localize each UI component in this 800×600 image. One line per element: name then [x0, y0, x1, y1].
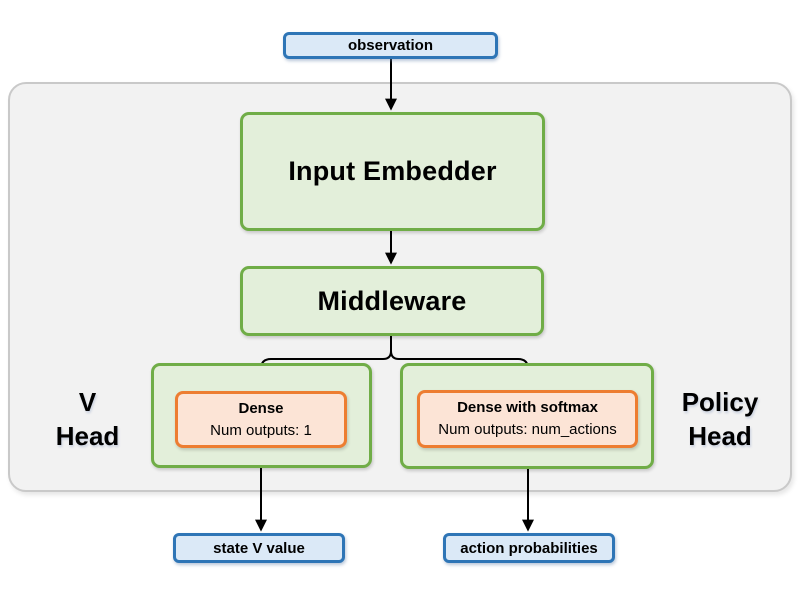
policy-head-label-line1: Policy: [681, 387, 759, 417]
policy-dense-title: Dense with softmax: [457, 399, 598, 417]
policy-head-dense-node: Dense with softmax Num outputs: num_acti…: [417, 390, 638, 448]
policy-head-label: Policy Head: [653, 385, 787, 453]
v-head-label-line1: V: [78, 387, 97, 417]
policy-dense-subtitle: Num outputs: num_actions: [438, 421, 617, 438]
v-head-label-line2: Head: [55, 421, 120, 451]
input-embedder-node: Input Embedder: [240, 112, 545, 231]
v-dense-subtitle: Num outputs: 1: [210, 421, 312, 439]
v-head-dense-node: Dense Num outputs: 1: [175, 391, 347, 448]
policy-head-label-line2: Head: [688, 421, 752, 451]
action-probabilities-label: action probabilities: [460, 539, 598, 557]
input-embedder-label: Input Embedder: [288, 156, 497, 186]
observation-node: observation: [283, 32, 498, 59]
action-probabilities-node: action probabilities: [443, 533, 615, 563]
state-v-value-node: state V value: [173, 533, 345, 563]
observation-label: observation: [347, 37, 434, 54]
middleware-label: Middleware: [317, 285, 467, 316]
state-v-value-label: state V value: [213, 539, 305, 557]
middleware-node: Middleware: [240, 266, 544, 336]
v-dense-title: Dense: [238, 399, 284, 417]
v-head-label: V Head: [30, 385, 145, 453]
